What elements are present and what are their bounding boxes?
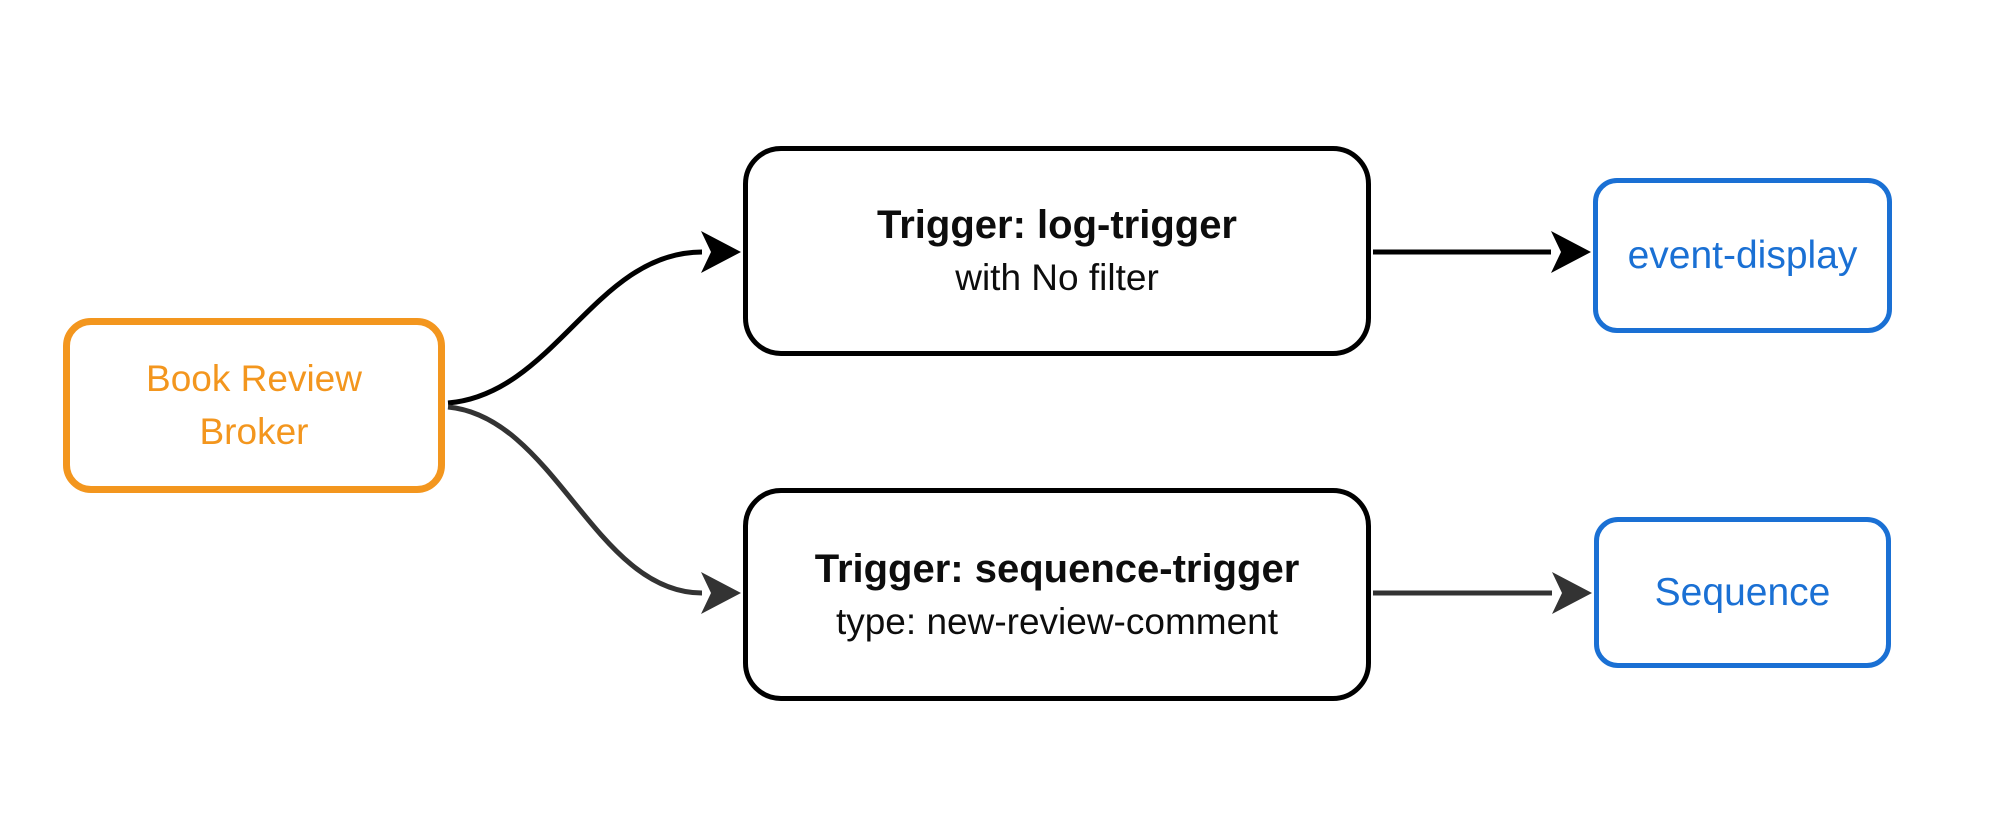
node-sequence-trigger: Trigger: sequence-trigger type: new-revi…	[743, 488, 1371, 701]
edge-broker-to-log-trigger	[447, 249, 703, 406]
broker-label-line1: Book Review	[146, 357, 362, 399]
arrowhead-icon	[701, 231, 741, 273]
node-event-display: event-display	[1593, 178, 1892, 333]
arrowhead-icon	[1552, 572, 1592, 614]
node-log-trigger: Trigger: log-trigger with No filter	[743, 146, 1371, 356]
log-trigger-subtitle: with No filter	[955, 257, 1159, 299]
sequence-trigger-subtitle: type: new-review-comment	[835, 600, 1279, 642]
sequence-trigger-title: Trigger: sequence-trigger	[814, 546, 1300, 591]
event-display-label: event-display	[1627, 233, 1858, 277]
sequence-label: Sequence	[1654, 570, 1831, 614]
broker-label-line2: Broker	[199, 410, 309, 452]
arrowhead-icon	[701, 572, 741, 614]
node-sequence: Sequence	[1594, 517, 1891, 668]
edge-broker-to-sequence-trigger	[447, 404, 703, 596]
log-trigger-title: Trigger: log-trigger	[877, 203, 1237, 248]
node-broker: Book Review Broker	[63, 318, 445, 493]
arrowhead-icon	[1551, 231, 1591, 273]
